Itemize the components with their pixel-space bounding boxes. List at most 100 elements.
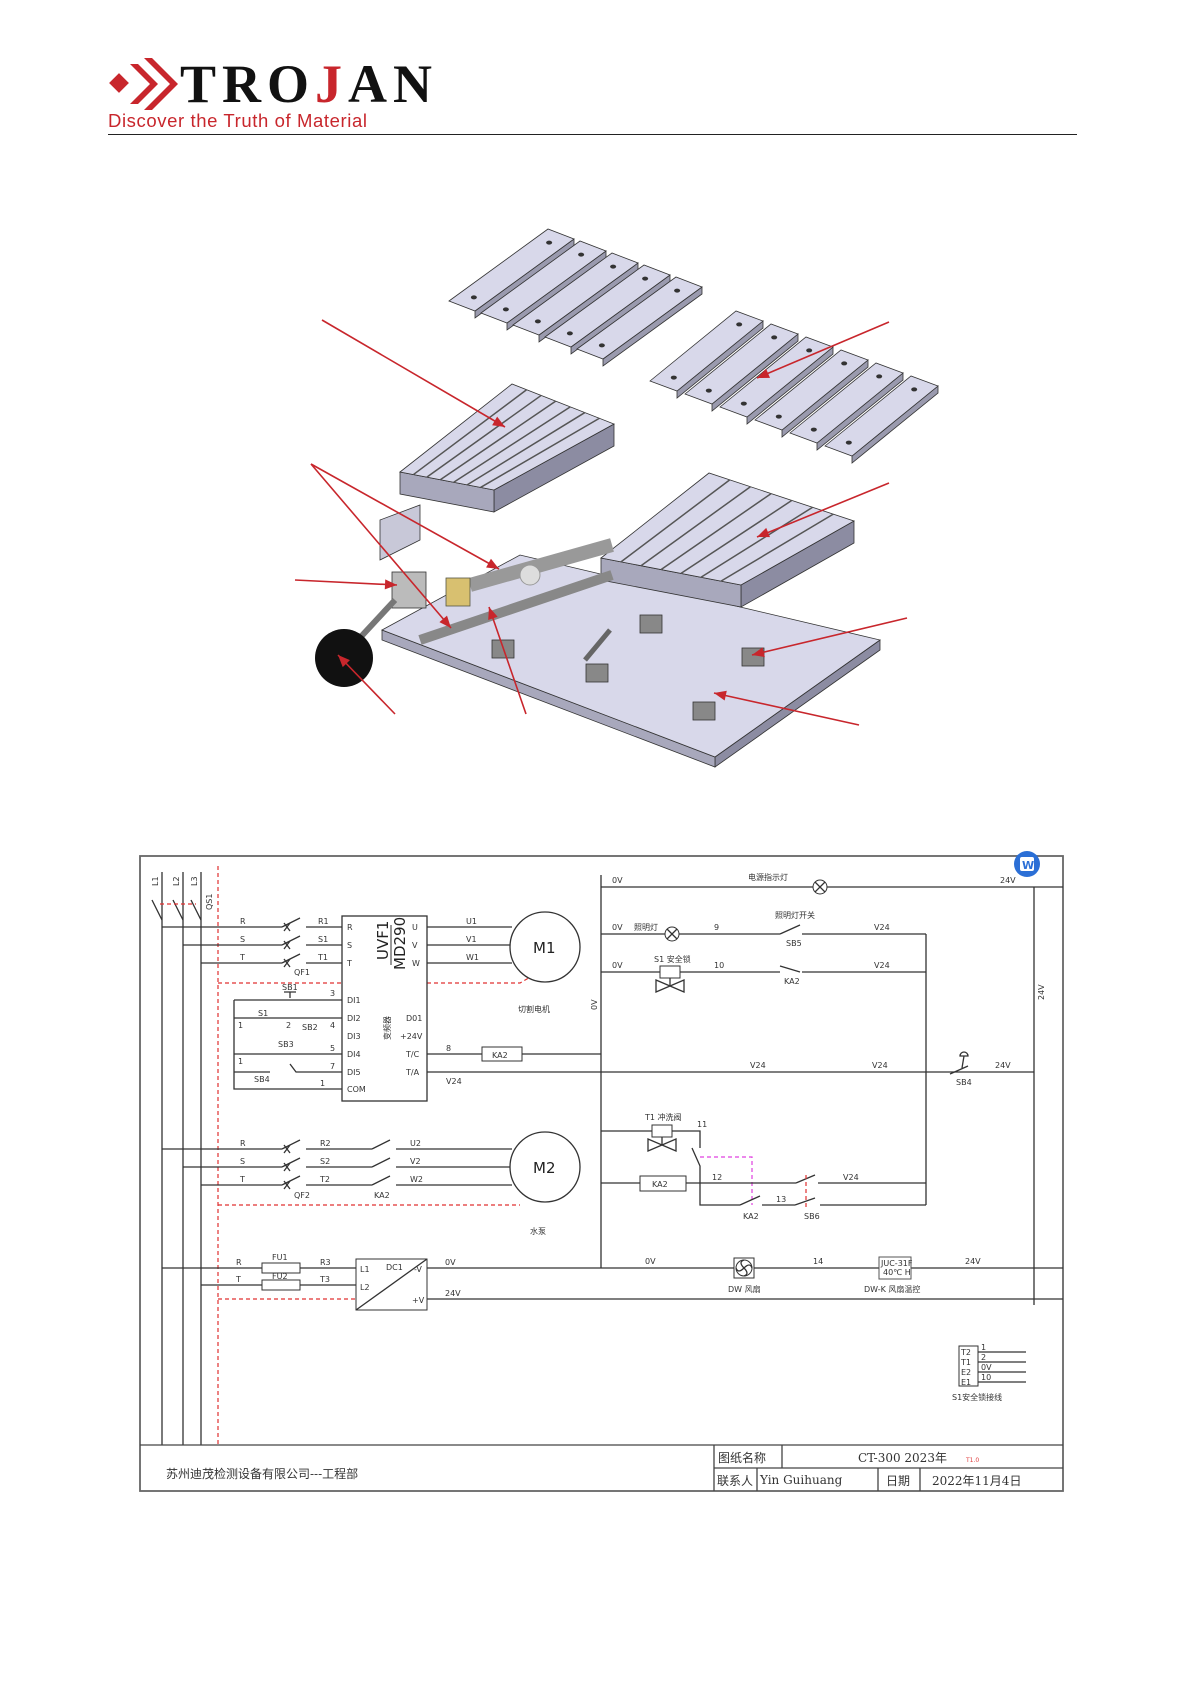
label: T2 (319, 1175, 330, 1184)
header-divider (108, 134, 1077, 135)
strip-hole (502, 307, 509, 312)
terminal-block (692, 701, 716, 721)
label: KA2 (743, 1212, 759, 1221)
label: S2 (320, 1157, 330, 1166)
label: 1 (238, 1057, 243, 1066)
label: T/A (405, 1068, 420, 1077)
label: T/C (405, 1050, 420, 1059)
label: 5 (330, 1044, 335, 1053)
label: 0V (590, 999, 599, 1010)
strip-hole (566, 331, 573, 336)
label: 40℃ H (883, 1268, 911, 1277)
relay-ka2-coil (481, 1046, 523, 1062)
callout-arrow (310, 463, 500, 570)
fan-thermostat (878, 1256, 912, 1280)
label: L2 (172, 876, 181, 886)
arrowhead-icon (714, 690, 727, 701)
label: 13 (776, 1195, 786, 1204)
label: FU1 (272, 1253, 288, 1262)
label: 24V (445, 1289, 461, 1298)
label: 24V (1037, 984, 1046, 1000)
label: UVF1 (374, 921, 392, 960)
word-app-icon[interactable]: W (1014, 851, 1040, 877)
label: V24 (874, 923, 890, 932)
arrowhead-icon (439, 615, 451, 628)
label: 10 (714, 961, 724, 970)
s1-connector: T2 T1 E2 E1 1 2 0V 10 S1安全锁接线 (952, 1343, 1026, 1402)
arrowhead-icon (384, 579, 397, 590)
flush-valve (647, 1124, 677, 1152)
strip-hole (740, 401, 747, 406)
power-indicator-lamp (812, 879, 828, 895)
dc-power-supply: R T FU1 FU2 R3 T3 L1 L2 DC1 -V +V 0V 24V (162, 1253, 1063, 1311)
label: DI3 (347, 1032, 361, 1041)
arrowhead-icon (752, 647, 765, 658)
label: 0V (981, 1363, 992, 1372)
strip-hole (598, 343, 605, 348)
label: 11 (697, 1120, 707, 1129)
strip-hole (806, 348, 813, 353)
upper-rail (468, 538, 614, 592)
strip-hole (674, 288, 681, 293)
label: 1 (320, 1079, 325, 1088)
slotted-block (399, 383, 615, 491)
drawing-name: CT-300 2023年 (858, 1451, 947, 1465)
label: +24V (400, 1032, 423, 1041)
label: S1 (318, 935, 328, 944)
label: QF2 (294, 1191, 310, 1200)
strip-hole (610, 264, 617, 269)
label: W (412, 959, 420, 968)
label: R (236, 1258, 242, 1267)
chevron-logo-icon (109, 58, 178, 110)
callout-arrow (756, 482, 890, 538)
logo-tagline: Discover the Truth of Material (108, 110, 368, 131)
callout-arrow (294, 579, 398, 586)
logo-brand: TROJAN (180, 54, 439, 114)
label: 照明灯 (634, 922, 658, 932)
plate-strip (789, 362, 904, 444)
label: U2 (410, 1139, 421, 1148)
label: V24 (872, 1061, 888, 1070)
strip-hole (876, 374, 883, 379)
label: T (346, 959, 352, 968)
plate-strip (649, 310, 764, 392)
label: SB3 (278, 1040, 294, 1049)
label: 2 (981, 1353, 986, 1362)
label: V24 (446, 1077, 462, 1086)
label: E2 (961, 1368, 971, 1377)
safety-lock-valve (655, 965, 685, 993)
label: DI2 (347, 1014, 361, 1023)
label: QS1 (205, 894, 214, 910)
strip-hole (546, 240, 553, 245)
label: M2 (533, 1159, 556, 1177)
motor-mount (391, 571, 427, 609)
label: V24 (750, 1061, 766, 1070)
terminal-block (585, 663, 609, 683)
label: S (240, 1157, 245, 1166)
plate-strip (512, 252, 639, 336)
drawing-date: 2022年11月4日 (932, 1474, 1021, 1488)
label: 10 (981, 1373, 991, 1382)
label: DI1 (347, 996, 361, 1005)
block-slot (439, 400, 557, 481)
label: 1 (981, 1343, 986, 1352)
label: S1 (258, 1009, 268, 1018)
arrowhead-icon (757, 527, 770, 538)
fan-icon (733, 1257, 755, 1279)
label: 变频器 (382, 1016, 392, 1040)
label: 8 (446, 1044, 451, 1053)
arrowhead-icon (338, 655, 350, 668)
label: 24V (1000, 876, 1016, 885)
word-icon-letter: W (1022, 859, 1034, 872)
block-slot (620, 479, 731, 563)
strip-hole (534, 319, 541, 324)
label: KA2 (652, 1180, 668, 1189)
strip-hole (810, 427, 817, 432)
label: U (412, 923, 418, 932)
drawing-version: T1.0 (965, 1457, 979, 1464)
label: T2 (960, 1348, 971, 1357)
emergency-stop-sb4 (949, 1051, 969, 1075)
strip-hole (771, 335, 778, 340)
callout-arrow (488, 606, 527, 715)
